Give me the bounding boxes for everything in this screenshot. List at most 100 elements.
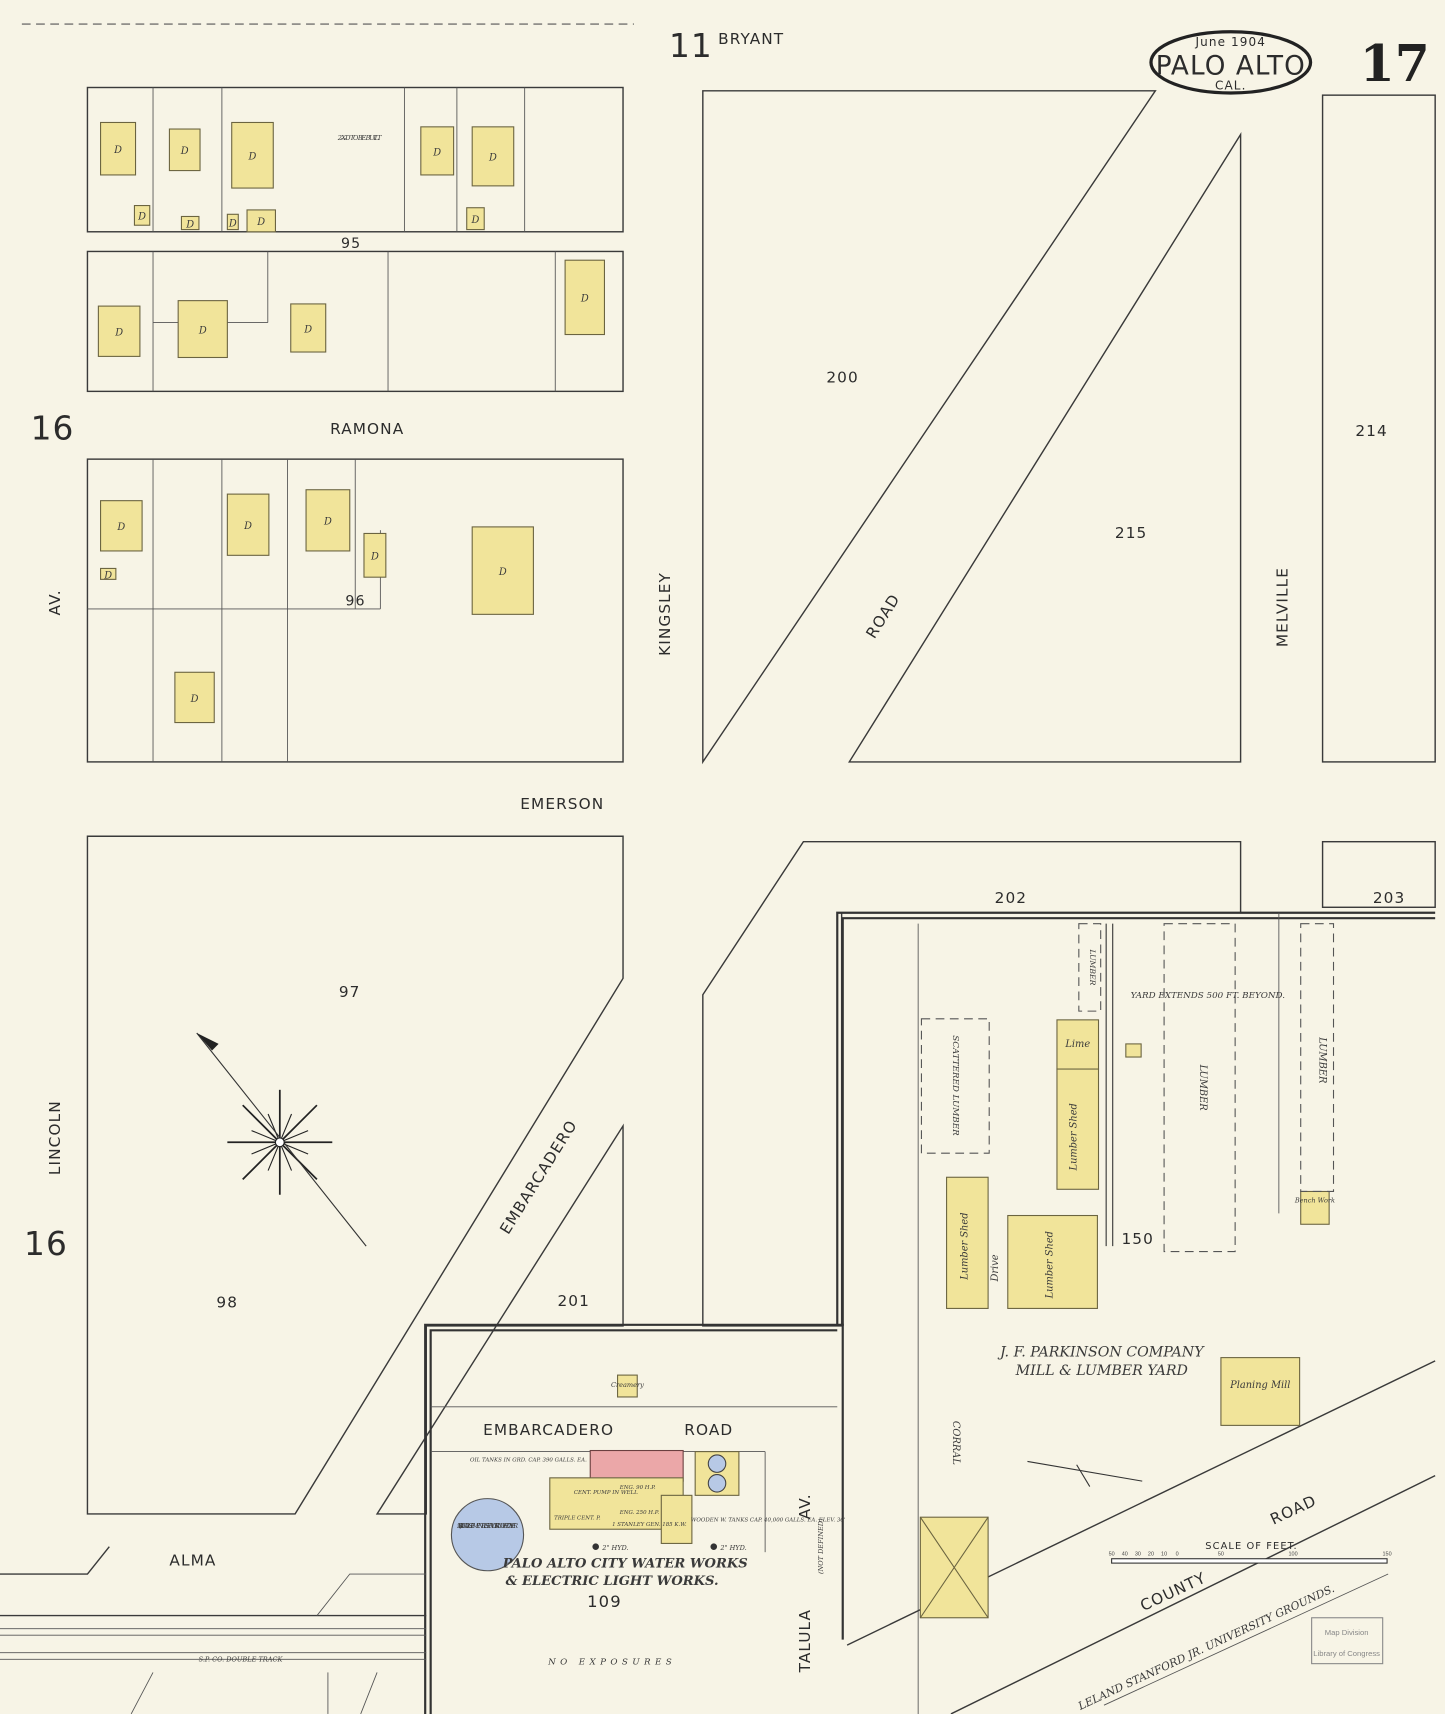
stamp-line-2: Library of Congress (1313, 1649, 1380, 1658)
scale-tick-label: 100 (1289, 1551, 1298, 1557)
scale-tick-label: 20 (1148, 1551, 1154, 1557)
compass-ray (279, 1113, 293, 1143)
block-109: 109 (587, 1592, 622, 1611)
sheet-number: 17 (1360, 34, 1430, 93)
compass-ray (251, 1130, 281, 1143)
lumber-label-2: LUMBER (1316, 1036, 1327, 1084)
scale-tick-label: 0 (1176, 1551, 1179, 1557)
dwelling-label: D (185, 219, 194, 230)
dwelling-label: D (498, 567, 507, 578)
block-215 (848, 132, 1242, 763)
reservoir (450, 1498, 525, 1572)
building (1056, 1019, 1100, 1070)
hydrant-label-2: 2" HYD. (719, 1544, 746, 1552)
street-alma: ALMA (169, 1551, 216, 1569)
street-talula-note: (NOT DEFINED) (817, 1518, 825, 1574)
building (180, 215, 200, 231)
street-embarcadero-road: EMBARCADERO (483, 1421, 614, 1439)
scale-tick-label: 150 (1383, 1551, 1392, 1557)
dwelling-label: D (323, 517, 332, 528)
compass-needle-2 (1027, 1460, 1143, 1482)
block-214 (1321, 94, 1436, 763)
county-road-label: ROAD (1267, 1491, 1319, 1528)
dwelling-label: D (137, 212, 146, 223)
lumber-yard-boundary (836, 911, 1436, 1326)
lumber-shed-label: Lumber Shed (1045, 1231, 1056, 1299)
building (1300, 1190, 1330, 1225)
scale-tick-label: 50 (1109, 1551, 1115, 1557)
block-150: 150 (1121, 1230, 1153, 1248)
map-date: June 1904 (1195, 35, 1266, 49)
building (231, 121, 274, 189)
north-arrow-compass (196, 1032, 1143, 1487)
building (226, 213, 239, 231)
street-emerson: EMERSON (520, 795, 604, 813)
building (466, 207, 485, 231)
dwelling-label: D (370, 552, 379, 563)
adjacent-sheet-11: 11 (669, 27, 713, 65)
building (177, 300, 228, 359)
building (305, 489, 351, 552)
building (174, 671, 215, 724)
dwelling-label: D (113, 145, 122, 156)
adjacent-sheet-16-upper: 16 (31, 409, 75, 447)
map-city: PALO ALTO (1156, 51, 1306, 81)
drive-label: Drive (990, 1254, 1001, 1282)
lime-label: Lime (1064, 1039, 1090, 1050)
compass-ray (279, 1130, 309, 1143)
street-melville: MELVILLE (1274, 567, 1292, 647)
scale-title: SCALE OF FEET. (1205, 1541, 1297, 1552)
to-be-built-label: 2-X-D TO BE BUILT (337, 134, 382, 142)
title-cartouche: June 1904 PALO ALTO CAL. (1149, 30, 1313, 95)
water-works-boundary (424, 1323, 844, 1714)
scattered-lumber-label: SCATTERED LUMBER (950, 1035, 960, 1136)
dwelling-label: D (471, 215, 480, 226)
dwelling-label: D (228, 218, 237, 229)
building (226, 493, 270, 556)
block-97-98 (86, 835, 624, 1515)
building (133, 205, 151, 226)
compass-ray (242, 1141, 281, 1180)
building (97, 305, 141, 357)
planing-mill-label: Planing Mill (1229, 1380, 1290, 1391)
street-ramona: RAMONA (330, 420, 404, 438)
compass-ray (251, 1141, 281, 1155)
bench-work-label: Bench Work (1294, 1196, 1335, 1204)
block-200 (702, 90, 1157, 765)
street-labels: BRYANT RAMONA EMERSON KINGSLEY MELVILLE … (46, 30, 1291, 1674)
street-bryant: BRYANT (718, 30, 784, 48)
building (420, 126, 455, 176)
lumber-label-1: LUMBER (1197, 1064, 1208, 1112)
dwelling-label: D (198, 325, 207, 336)
compass-ray (279, 1142, 293, 1171)
dwelling-label: D (190, 694, 199, 705)
building (946, 1176, 989, 1309)
street-lincoln-av: AV. (46, 589, 64, 615)
building (1220, 1357, 1301, 1426)
yard-extends-label: YARD EXTENDS 500 FT. BEYOND. (1131, 991, 1285, 1001)
building (100, 500, 143, 552)
building (168, 128, 201, 172)
dwelling-label: D (114, 328, 123, 339)
water-works-title: PALO ALTO CITY WATER WORKS (502, 1556, 748, 1571)
dwelling-label: D (432, 147, 441, 158)
stamp-line-1: Map Division (1325, 1628, 1369, 1637)
building (564, 259, 605, 336)
building (100, 121, 137, 176)
compass-ray (267, 1113, 281, 1143)
dwelling-label: D (580, 294, 589, 305)
building (1056, 1068, 1100, 1190)
compass-center (274, 1137, 285, 1148)
lumber-yard-name: MILL & LUMBER YARD (1015, 1363, 1189, 1379)
block-202: 202 (995, 889, 1027, 907)
block-203: 203 (1373, 889, 1405, 907)
building (1125, 1043, 1142, 1058)
adjacent-sheet-16-lower: 16 (24, 1225, 68, 1263)
dwelling-label: D (243, 521, 252, 532)
lumber-shed-label: Lumber Shed (1069, 1103, 1080, 1171)
boiler-house (589, 1449, 684, 1482)
street-talula-av: AV. (796, 1493, 814, 1519)
water-works: 50,000 GALLS. CEMENT RESERVOIR ROOFED OV… (199, 1374, 845, 1668)
building (1007, 1214, 1098, 1309)
